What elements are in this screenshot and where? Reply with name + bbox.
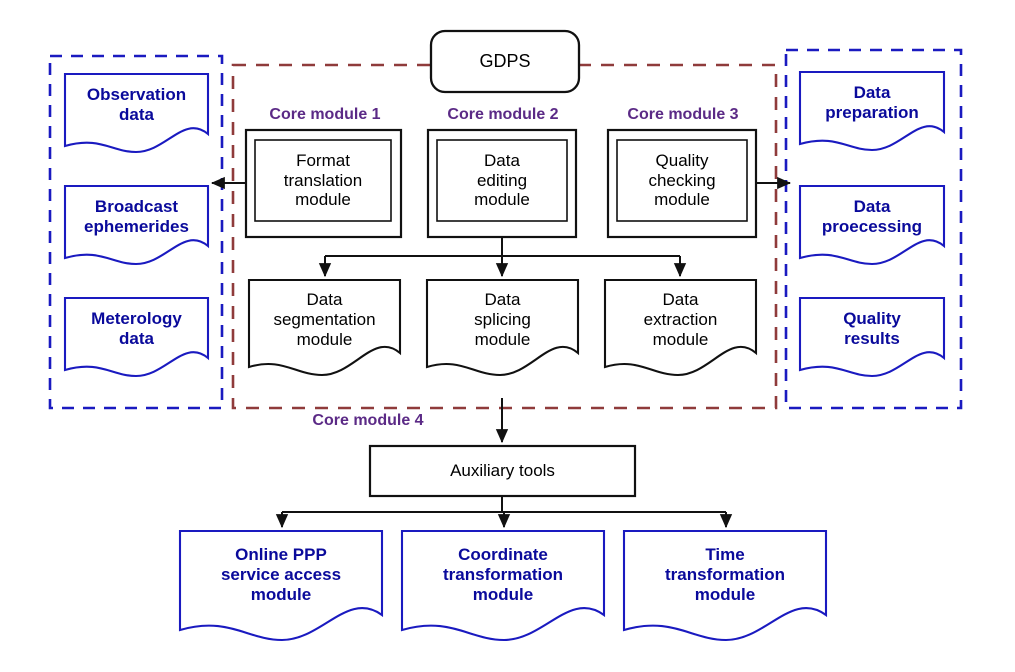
tool-doc-online-ppp-shape[interactable]	[178, 529, 384, 642]
input-data-group-border	[48, 54, 224, 410]
output-doc-quality-results-shape	[798, 296, 946, 378]
tool-doc-coordinate-transformation-shape[interactable]	[400, 529, 606, 642]
input-doc-observation-data-shape	[63, 72, 210, 154]
core-module-2-inner-box	[436, 139, 568, 222]
auxiliary-tools-box[interactable]	[368, 444, 637, 498]
gdps-root-box[interactable]	[429, 29, 581, 94]
core-doc-data-extraction-shape[interactable]	[603, 278, 758, 377]
core-module-1-inner-box	[254, 139, 392, 222]
tool-doc-time-transformation-shape[interactable]	[622, 529, 828, 642]
input-doc-meterology-data-shape	[63, 296, 210, 378]
core-doc-data-splicing-shape[interactable]	[425, 278, 580, 377]
output-doc-data-proecessing-shape	[798, 184, 946, 266]
input-doc-broadcast-ephemerides-shape	[63, 184, 210, 266]
core-module-3-inner-box	[616, 139, 748, 222]
output-results-group-border	[784, 48, 963, 410]
core-doc-data-segmentation-shape[interactable]	[247, 278, 402, 377]
output-doc-data-preparation-shape	[798, 70, 946, 152]
gdps-core-group-border	[231, 63, 778, 410]
